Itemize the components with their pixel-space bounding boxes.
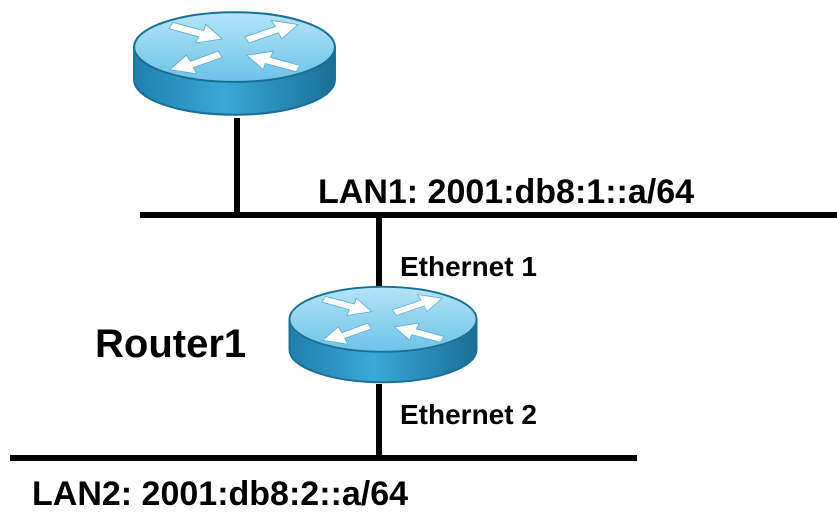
ethernet1-label: Ethernet 1 (400, 251, 537, 282)
ethernet2-label: Ethernet 2 (400, 399, 537, 430)
router-icon (288, 285, 478, 384)
router1 (288, 285, 478, 384)
lan1-label: LAN1: 2001:db8:1::a/64 (318, 173, 694, 211)
router1-label: Router1 (95, 322, 246, 366)
router-icon (133, 11, 336, 116)
lan2-label: LAN2: 2001:db8:2::a/64 (32, 475, 408, 512)
router-top (133, 11, 336, 116)
